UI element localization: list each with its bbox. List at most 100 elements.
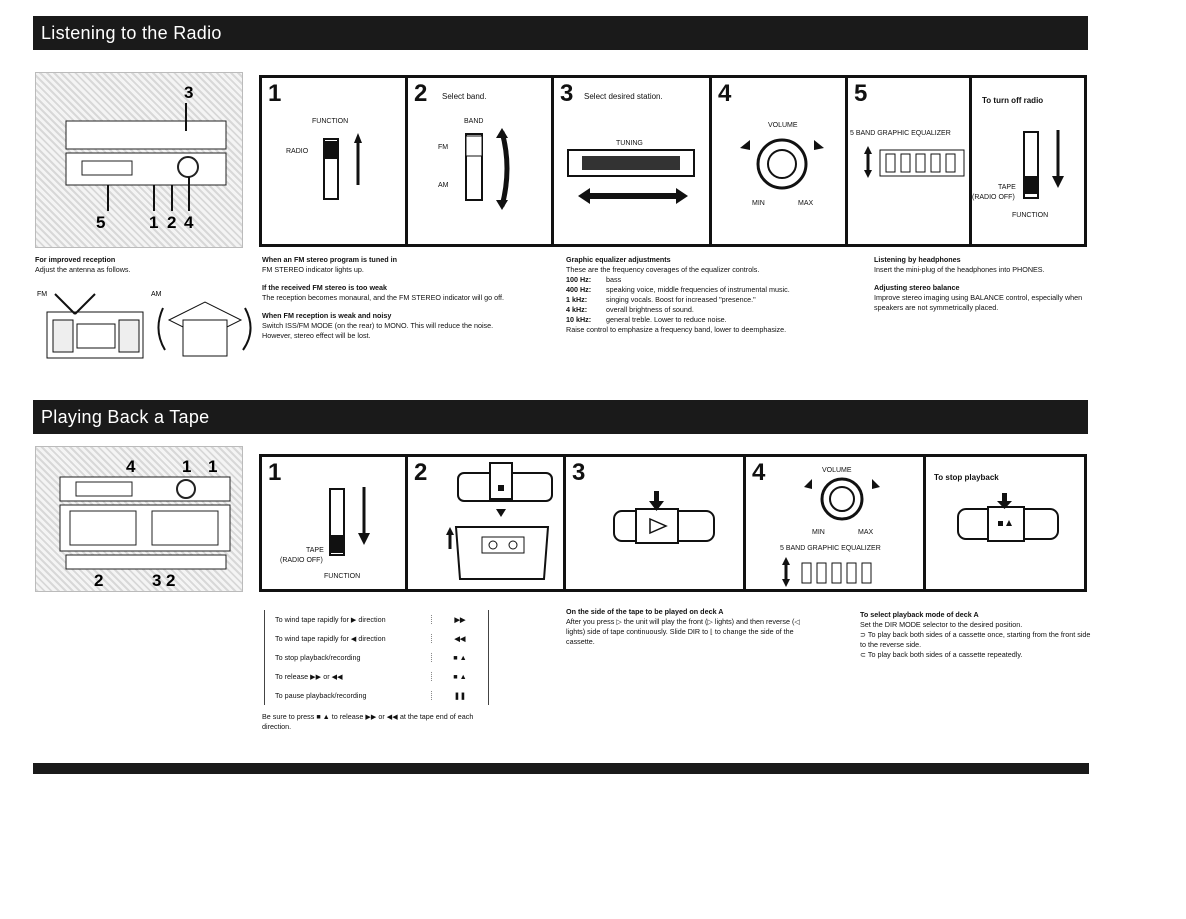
volume-label: VOLUME [822, 467, 852, 474]
note-title: To select playback mode of deck A [860, 610, 979, 619]
eq-row-10khz: 10 kHz:general treble. Lower to reduce n… [566, 315, 727, 324]
tuning-label: TUNING [616, 140, 643, 147]
equalizer-sliders-icon [782, 557, 872, 587]
fm-notes: When an FM stereo program is tuned in FM… [262, 255, 512, 341]
photo-callout-3: 3 [184, 83, 194, 102]
note-text: Insert the mini-plug of the headphones i… [874, 265, 1045, 274]
mode-option-once: ⊃ To play back both sides of a cassette … [860, 630, 1091, 649]
note-title: Adjusting stereo balance [874, 283, 960, 292]
step-heading: To stop playback [934, 473, 999, 482]
section-banner-tape: Playing Back a Tape [33, 400, 1088, 434]
eq-row-1khz: 1 kHz:singing vocals. Boost for increase… [566, 295, 756, 304]
step-heading: Select desired station. [584, 92, 663, 101]
eq-title: Graphic equalizer adjustments [566, 255, 671, 264]
tape-step-1: 1 TAPE (RADIO OFF) FUNCTION [262, 457, 408, 589]
fm-antenna-label: FM [37, 291, 47, 298]
eq-row-100hz: 100 Hz:bass [566, 275, 622, 284]
step-number: 3 [560, 80, 574, 107]
photo-callout-4: 4 [126, 457, 136, 476]
photo-callout-4: 4 [184, 213, 194, 232]
volume-knob-icon [804, 477, 880, 521]
radio-label: RADIO [286, 148, 309, 155]
step-number: 2 [414, 459, 428, 486]
eq-row-4khz: 4 kHz:overall brightness of sound. [566, 305, 694, 314]
band-switch-icon [465, 128, 510, 210]
reception-text: Adjust the antenna as follows. [35, 265, 131, 274]
fm-label: FM [438, 144, 449, 151]
headphone-notes: Listening by headphones Insert the mini-… [874, 255, 1094, 313]
mode-option-repeat: ⊂ To play back both sides of a cassette … [860, 650, 1023, 659]
cmd-row: To wind tape rapidly for ◀ direction◀◀ [265, 629, 488, 648]
photo-callout-5: 5 [96, 213, 106, 232]
tuning-dial-icon [567, 149, 695, 204]
fm-note-3: When FM reception is weak and noisy Swit… [262, 311, 512, 341]
photo-callout-3: 3 [152, 571, 162, 590]
cmd-row: To wind tape rapidly for ▶ direction▶▶ [265, 610, 488, 629]
playback-mode-notes: To select playback mode of deck A Set th… [860, 610, 1096, 660]
section-title-radio: Listening to the Radio [41, 23, 222, 43]
step-number: 1 [268, 459, 282, 486]
tape-label: TAPE [306, 547, 324, 554]
step-number: 3 [572, 459, 586, 486]
step-heading: Select band. [442, 92, 487, 101]
function-label: FUNCTION [324, 573, 361, 580]
min-label: MIN [812, 529, 825, 536]
step-number: 5 [854, 80, 868, 107]
section-banner-radio: Listening to the Radio [33, 16, 1088, 50]
photo-callout-1: 1 [149, 213, 159, 232]
footer-rule [33, 763, 1089, 774]
eq-label: 5 BAND GRAPHIC EQUALIZER [850, 130, 951, 137]
function-label: FUNCTION [312, 118, 349, 125]
cmd-row: To pause playback/recording❚❚ [265, 686, 488, 705]
photo-callout-2b: 2 [166, 571, 176, 590]
min-label: MIN [752, 200, 765, 207]
radio-steps-bar: 1 FUNCTION RADIO 2 Select band. BAND FM … [259, 75, 1087, 247]
cassette-insert-icon [446, 462, 553, 580]
equalizer-sliders-icon [864, 146, 965, 178]
stop-eject-button-icon [957, 493, 1059, 542]
note-title: When FM reception is weak and noisy [262, 311, 392, 320]
radio-off-label: (RADIO OFF) [972, 194, 1015, 201]
tape-unit-photo: 4 1 1 2 3 2 [35, 446, 243, 592]
fm-note-1: When an FM stereo program is tuned in FM… [262, 255, 512, 275]
headphone-note-2: Adjusting stereo balance Improve stereo … [874, 283, 1094, 313]
note-title: If the received FM stereo is too weak [262, 283, 388, 292]
tape-deck-drawing [59, 476, 231, 570]
eq-row-400hz: 400 Hz:speaking voice, middle frequencie… [566, 285, 790, 294]
volume-label: VOLUME [768, 122, 798, 129]
tape-step-2: 2 [408, 457, 566, 589]
tape-label: TAPE [998, 184, 1016, 191]
function-switch-tape-icon [329, 487, 370, 556]
eq-outro: Raise control to emphasize a frequency b… [566, 325, 787, 334]
radio-step-5: 5 5 BAND GRAPHIC EQUALIZER [848, 78, 972, 244]
photo-callout-1b: 1 [208, 457, 218, 476]
radio-step-1: 1 FUNCTION RADIO [262, 78, 408, 244]
note-title: Listening by headphones [874, 255, 961, 264]
note-text: Improve stereo imaging using BALANCE con… [874, 293, 1083, 312]
photo-callout-2: 2 [94, 571, 104, 590]
note-text: After you press ▷ the unit will play the… [566, 617, 800, 646]
step-number: 4 [752, 459, 766, 486]
section-title-tape: Playing Back a Tape [41, 407, 210, 427]
tape-command-table: To wind tape rapidly for ▶ direction▶▶ T… [264, 610, 489, 705]
max-label: MAX [798, 200, 814, 207]
photo-callout-1: 1 [182, 457, 192, 476]
am-label: AM [438, 182, 449, 189]
step-number: 1 [268, 80, 282, 107]
note-text: FM STEREO indicator lights up. [262, 265, 364, 274]
radio-step-2: 2 Select band. BAND FM AM [408, 78, 554, 244]
note-text: The reception becomes monaural, and the … [262, 293, 504, 302]
eq-label: 5 BAND GRAPHIC EQUALIZER [780, 545, 881, 552]
fm-note-2: If the received FM stereo is too weak Th… [262, 283, 512, 303]
volume-knob-icon [740, 138, 824, 190]
deck-side-notes: On the side of the tape to be played on … [566, 607, 806, 647]
cmd-row: To stop playback/recording■ ▲ [265, 648, 488, 667]
step-number: 4 [718, 80, 732, 107]
radio-unit-photo: 3 5 1 2 4 [35, 72, 243, 248]
note-title: On the side of the tape to be played on … [566, 607, 724, 616]
cmd-row: To release ▶▶ or ◀◀■ ▲ [265, 667, 488, 686]
tape-steps-bar: 1 TAPE (RADIO OFF) FUNCTION 2 3 [259, 454, 1087, 592]
reception-title: For improved reception [35, 255, 116, 264]
radio-off-label: (RADIO OFF) [280, 557, 323, 564]
band-label: BAND [464, 118, 484, 125]
